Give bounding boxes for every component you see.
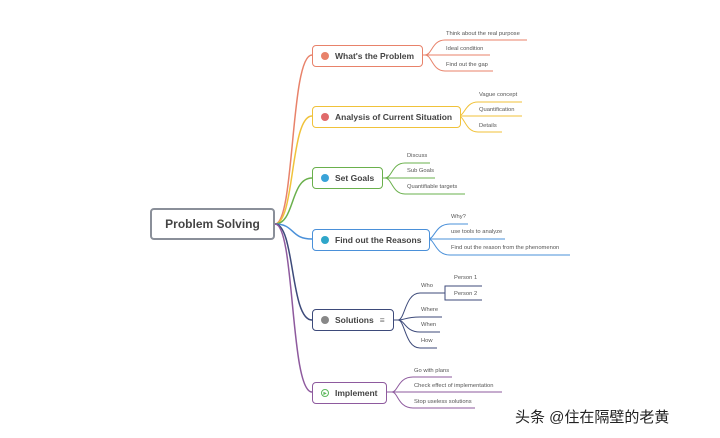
topic-label: Find out the Reasons (335, 235, 422, 245)
subtopic[interactable]: Person 1 (454, 275, 478, 281)
topic-label: What's the Problem (335, 51, 415, 61)
topic-implement[interactable]: ▸ Implement (312, 382, 387, 404)
subtopic[interactable]: Sub Goals (407, 168, 435, 174)
subtopic[interactable]: Check effect of implementation (414, 383, 494, 389)
topic-find-reasons[interactable]: Find out the Reasons (312, 229, 431, 251)
notes-icon[interactable]: ≡ (379, 315, 385, 325)
subtopic[interactable]: Person 2 (454, 291, 478, 297)
subtopic[interactable]: use tools to analyze (451, 229, 503, 235)
play-icon: ▸ (321, 389, 329, 397)
subtopic[interactable]: Details (479, 123, 497, 129)
flag-icon (321, 174, 329, 182)
watermark: 头条 @住在隔壁的老黄 (515, 409, 670, 426)
subtopic[interactable]: Think about the real purpose (446, 31, 520, 37)
topic-label: Set Goals (335, 173, 375, 183)
target-icon (321, 113, 329, 121)
subtopic[interactable]: Quantification (479, 107, 515, 113)
subtopic[interactable]: Ideal condition (446, 46, 484, 52)
check-icon (321, 316, 329, 324)
root-topic[interactable]: Problem Solving (150, 208, 275, 240)
subtopic[interactable]: Find out the reason from the phenomenon (451, 245, 560, 251)
subtopic[interactable]: Who (421, 283, 433, 289)
subtopic[interactable]: Stop useless solutions (414, 399, 472, 405)
topic-analysis[interactable]: Analysis of Current Situation (312, 106, 462, 128)
subtopic[interactable]: Find out the gap (446, 62, 488, 68)
topic-solutions[interactable]: Solutions ≡ (312, 309, 394, 331)
question-icon (321, 52, 329, 60)
subtopic[interactable]: Why? (451, 214, 466, 220)
topic-whats-the-problem[interactable]: What's the Problem (312, 45, 424, 67)
subtopic[interactable]: How (421, 338, 433, 344)
topic-label: Solutions (335, 315, 374, 325)
subtopic[interactable]: When (421, 322, 437, 328)
subtopic[interactable]: Vague concept (479, 92, 518, 98)
subtopic[interactable]: Discuss (407, 153, 428, 159)
topic-set-goals[interactable]: Set Goals (312, 167, 384, 189)
subtopic[interactable]: Go with plans (414, 368, 450, 374)
subtopic[interactable]: Where (421, 307, 439, 313)
topic-label: Analysis of Current Situation (335, 112, 453, 122)
subtopic[interactable]: Quantifiable targets (407, 184, 458, 190)
plus-icon (321, 236, 329, 244)
topic-label: Implement (335, 388, 378, 398)
